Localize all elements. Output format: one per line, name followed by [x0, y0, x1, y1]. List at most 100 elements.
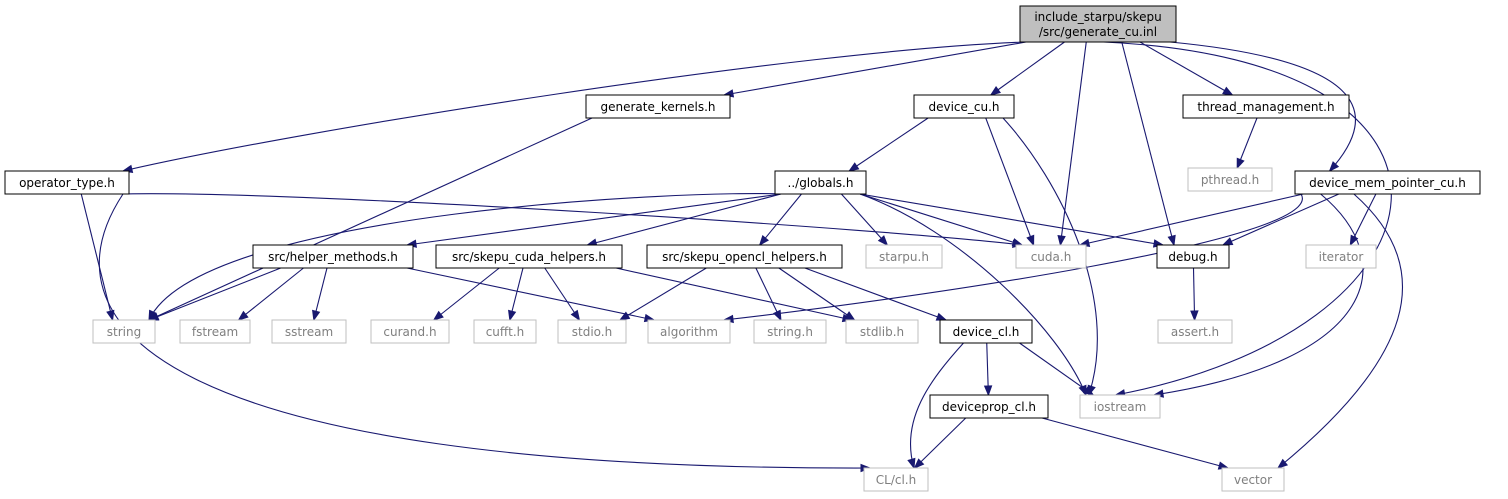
node-box	[1157, 319, 1233, 344]
node-label: operator_type.h	[19, 176, 115, 190]
node-deviceprop-cl[interactable]: deviceprop_cl.h	[929, 394, 1049, 419]
node-debug[interactable]: debug.h	[1156, 244, 1230, 269]
node-starpu: starpu.h	[865, 244, 943, 269]
arrowhead	[1221, 237, 1234, 246]
node-operator-type[interactable]: operator_type.h	[4, 170, 130, 195]
edge-device_cl-to-cl	[907, 342, 964, 470]
arrowhead	[432, 310, 444, 321]
node-string-h: string.h	[753, 319, 827, 344]
edge-line	[990, 41, 1065, 96]
node-stdlib: stdlib.h	[845, 319, 919, 344]
node-fstream: fstream	[179, 319, 251, 344]
arrowhead	[989, 86, 1001, 96]
node-label: device_cu.h	[928, 100, 999, 114]
arrowhead	[907, 457, 916, 470]
arrowhead	[913, 458, 925, 469]
node-pthread: pthread.h	[1187, 167, 1273, 192]
edge-device_mem_pointer_cu-to-iterator	[1349, 193, 1377, 247]
node-thread-management[interactable]: thread_management.h	[1182, 94, 1350, 119]
edge-skepu_cuda_helpers-to-curand	[432, 267, 500, 321]
node-box	[370, 319, 450, 344]
node-box	[913, 94, 1015, 119]
edge-line	[80, 193, 114, 321]
node-box	[435, 244, 623, 269]
arrowhead	[237, 310, 249, 321]
arrowhead	[1190, 310, 1199, 322]
edge-line	[98, 193, 871, 469]
edge-device_cl-to-deviceprop_cl	[983, 342, 993, 397]
edge-root-to-device_mem_pointer_cu	[1169, 41, 1356, 173]
node-box	[845, 319, 919, 344]
edge-device_mem_pointer_cu-to-iostream	[1152, 193, 1364, 398]
node-skepu-opencl-helpers[interactable]: src/skepu_opencl_helpers.h	[646, 244, 843, 269]
node-label-line1: include_starpu/skepu	[1034, 10, 1161, 24]
edge-line	[1041, 417, 1229, 469]
edge-line	[544, 267, 580, 321]
edge-globals-to-debug	[859, 193, 1165, 248]
arrowhead	[312, 309, 321, 322]
arrowhead	[1236, 157, 1245, 170]
node-cufft: cufft.h	[473, 319, 537, 344]
arrowhead	[1328, 161, 1340, 173]
node-device-cu[interactable]: device_cu.h	[913, 94, 1015, 119]
node-label: CL/cl.h	[876, 473, 916, 487]
edge-line	[859, 193, 1164, 246]
edge-helper_methods-to-algorithm	[406, 267, 656, 323]
node-label: iterator	[1319, 250, 1364, 264]
edge-helper_methods-to-sstream	[312, 267, 328, 322]
edge-globals-to-skepu_opencl_helpers	[758, 193, 802, 247]
node-box	[1221, 467, 1285, 492]
edge-line	[859, 193, 1023, 246]
node-label: device_cl.h	[953, 325, 1020, 339]
edge-device_cl-to-iostream	[1019, 342, 1095, 396]
node-box	[863, 467, 929, 492]
node-sstream: sstream	[271, 319, 347, 344]
edge-line	[587, 193, 782, 246]
node-box	[753, 319, 827, 344]
node-label: curand.h	[383, 325, 436, 339]
node-skepu-cuda-helpers[interactable]: src/skepu_cuda_helpers.h	[435, 244, 623, 269]
edge-globals-to-iostream	[859, 193, 1087, 397]
node-label: src/helper_methods.h	[268, 250, 398, 264]
edge-line	[1103, 41, 1392, 396]
edge-line	[914, 417, 967, 469]
edge-line	[148, 192, 782, 321]
node-stdio: stdio.h	[557, 319, 627, 344]
edge-line	[1121, 41, 1175, 246]
node-box	[4, 170, 130, 195]
dependency-edges	[80, 41, 1403, 473]
node-device-mem-pointer-cu[interactable]: device_mem_pointer_cu.h	[1294, 170, 1481, 195]
node-curand: curand.h	[370, 319, 450, 344]
edge-root-to-cuda	[1057, 41, 1087, 247]
node-label: starpu.h	[879, 250, 929, 264]
node-device-cl[interactable]: device_cl.h	[939, 319, 1033, 344]
edge-thread_management-to-pthread	[1236, 117, 1258, 170]
node-globals[interactable]: ../globals.h	[774, 170, 867, 195]
node-vector: vector	[1221, 467, 1285, 492]
node-generate-kernels[interactable]: generate_kernels.h	[585, 94, 731, 119]
node-box	[1015, 244, 1087, 269]
edge-deviceprop_cl-to-vector	[1041, 417, 1230, 470]
node-root[interactable]: include_starpu/skepu/src/generate_cu.inl	[1019, 5, 1177, 43]
edge-generate_kernels-to-string	[147, 117, 593, 321]
arrowhead	[1026, 234, 1035, 247]
edge-root-to-debug	[1121, 41, 1176, 247]
arrowhead	[1222, 86, 1234, 96]
node-box	[1305, 244, 1377, 269]
node-cuda: cuda.h	[1015, 244, 1087, 269]
node-cl: CL/cl.h	[863, 467, 929, 492]
edge-device_mem_pointer_cu-to-cuda	[1078, 193, 1304, 248]
node-label: src/skepu_cuda_helpers.h	[452, 250, 606, 264]
edge-helper_methods-to-string	[147, 267, 281, 321]
node-label: stdio.h	[572, 325, 612, 339]
node-label: string.h	[767, 325, 813, 339]
edge-line	[985, 117, 1035, 246]
edge-line	[1079, 193, 1304, 246]
edge-line	[122, 41, 1027, 172]
edge-device_mem_pointer_cu-to-debug	[1221, 193, 1340, 246]
node-label-line2: /src/generate_cu.inl	[1039, 25, 1157, 39]
node-helper-methods[interactable]: src/helper_methods.h	[252, 244, 414, 269]
edge-device_cu-to-globals	[848, 117, 929, 172]
arrowhead	[848, 162, 860, 172]
edge-line	[778, 267, 855, 321]
